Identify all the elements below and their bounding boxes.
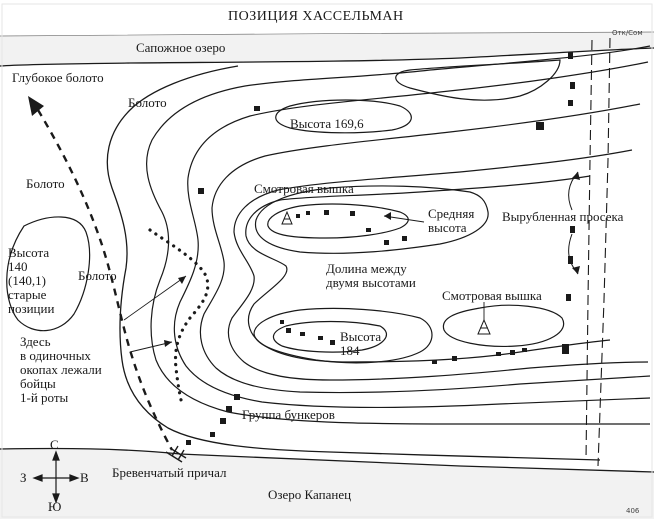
contour-4 [227, 149, 649, 381]
route-arrowhead [28, 96, 44, 116]
lake-south-shape [0, 448, 654, 519]
label-height-140: Высота 140 (140,1) старые позиции [8, 245, 55, 316]
contour-3 [199, 103, 651, 394]
corner-mark-top: Отк/Сом [612, 29, 643, 37]
clearing-arrow-upper-head [572, 172, 580, 180]
compass-south-label: Ю [48, 499, 62, 514]
lake-north-far-shore [0, 31, 654, 37]
contour-northeast-hill [395, 59, 561, 101]
contour-middle-height-outer [254, 185, 489, 254]
label-clearing: Вырубленная просека [502, 209, 624, 224]
label-watchtower-1: Смотровая вышка [254, 181, 354, 196]
trench-line-dotted [148, 228, 210, 406]
compass-west-label: З [20, 470, 27, 485]
compass-rose [32, 450, 80, 504]
lake-south-shore [0, 447, 654, 473]
label-trenches-note: Здесь в одиночных окопах лежали бойцы 1-… [20, 334, 102, 405]
contour-watchtower-hill [442, 304, 565, 347]
contour-height-184-inner [272, 320, 387, 353]
log-pier-symbol [165, 445, 187, 463]
clearing-arrow-lower-head [572, 266, 580, 274]
label-log-pier: Бревенчатый причал [112, 465, 227, 480]
contour-west-bank [106, 65, 601, 461]
label-middle-height: Средняя высота [428, 206, 475, 235]
pointer-middle-height-head [384, 212, 391, 220]
label-swamp-left: Болото [26, 176, 65, 191]
contour-5 [245, 175, 611, 363]
contour-1 [145, 45, 651, 425]
label-swamp-mid: Болото [78, 268, 117, 283]
clearing-line-left [585, 39, 593, 461]
contour-2 [173, 61, 651, 409]
pointer-trenches-lower-head [164, 340, 172, 347]
label-lake-south: Озеро Капанец [268, 487, 352, 502]
label-watchtower-2: Смотровая вышка [442, 288, 542, 303]
watchtower-1-symbol [281, 210, 293, 225]
label-bunkers: Группа бункеров [242, 407, 335, 422]
label-valley: Долина между двумя высотами [326, 261, 416, 290]
pointer-trenches-upper [123, 275, 187, 321]
compass-east-label: В [80, 470, 89, 485]
corner-mark-bottom: 406 [626, 507, 640, 515]
clearing-line-right [597, 37, 611, 467]
contour-height-169 [275, 99, 412, 134]
label-height-184: Высота 184 [340, 329, 382, 358]
bunker-markers [186, 52, 575, 445]
compass-north-label: С [50, 437, 59, 452]
map-title: ПОЗИЦИЯ ХАССЕЛЬМАН [228, 9, 404, 24]
label-lake-north: Сапожное озеро [136, 40, 226, 55]
lake-north-shore [0, 47, 654, 67]
pointer-trenches-upper-head [178, 276, 186, 284]
label-deep-swamp: Глубокое болото [12, 70, 104, 85]
contour-middle-height-inner [267, 203, 409, 239]
label-height-169: Высота 169,6 [290, 116, 364, 131]
lake-north-shape [0, 32, 654, 66]
watchtower-2-symbol [477, 318, 491, 335]
contour-height-184-outer [253, 307, 433, 364]
scan-border [1, 3, 653, 518]
label-swamp-top: Болото [128, 95, 167, 110]
route-dashed [36, 109, 174, 451]
contour-height-140 [6, 216, 91, 332]
